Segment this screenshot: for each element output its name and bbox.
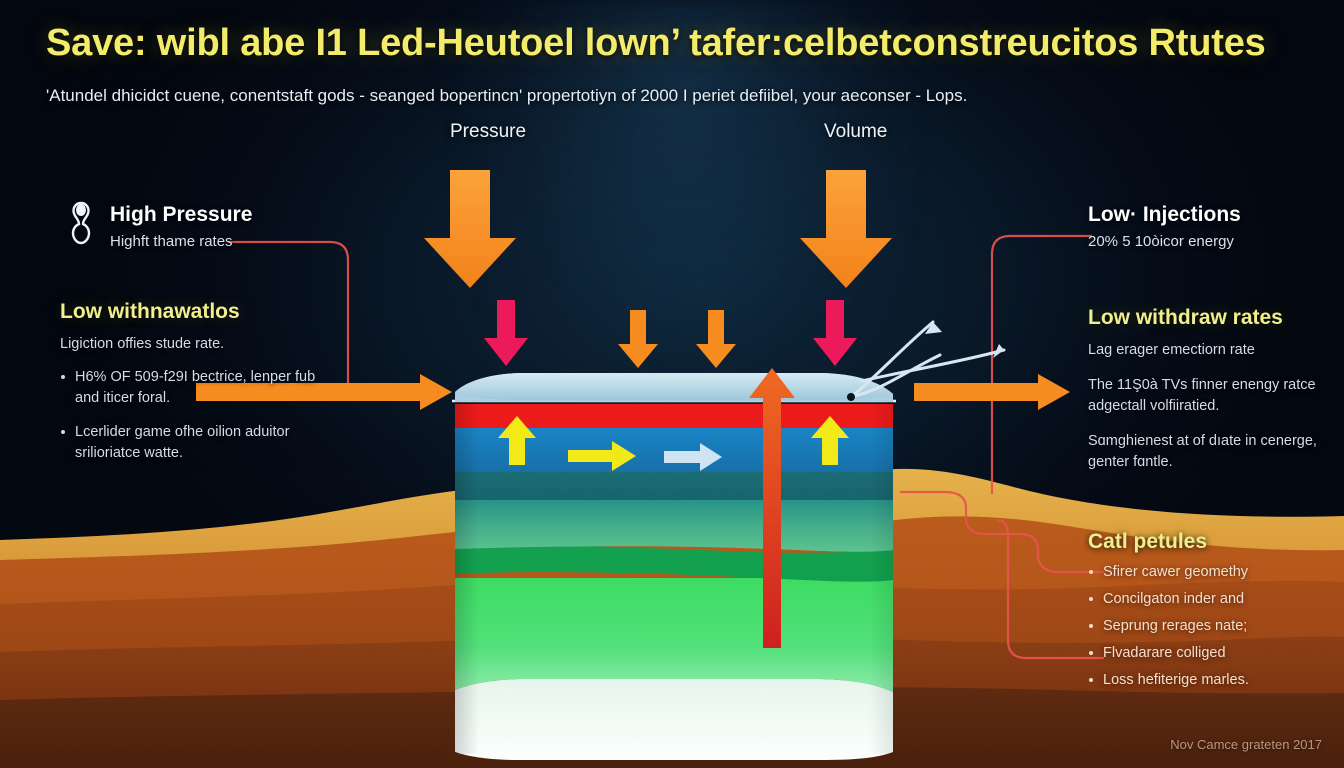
right-panel-paragraph: The 11Ş0à TVs finner enengy ratce adgect… — [1088, 377, 1316, 415]
pink-arrow-left — [484, 300, 528, 366]
right-orange-pointer — [914, 374, 1070, 410]
right-panel-catl-petules: Catl petules Sfirer cawer geomethy Conci… — [1088, 530, 1344, 697]
left-panel-subheading: Highft thame rates — [110, 233, 233, 250]
left-orange-pointer — [196, 374, 452, 410]
block-teal-gradient-layer — [455, 492, 893, 552]
connector-right-lower-branch — [944, 490, 1104, 574]
connector-right-upper — [990, 234, 1092, 494]
white-arrowhead-2 — [993, 344, 1004, 358]
reservoir-block — [452, 373, 896, 760]
orange-arrow-mid-2 — [696, 310, 736, 368]
volume-arrow-large — [800, 170, 892, 288]
list-item: Concilgaton inder and — [1088, 589, 1344, 610]
connector-lines — [228, 234, 1104, 660]
left-panel-heading: High Pressure — [110, 203, 253, 226]
list-item: H6% OF 509-f29I bectrice, lenper fub and… — [60, 367, 320, 409]
white-arrowhead-1 — [925, 322, 942, 334]
page-title: Save: wibl abe I1 Led-Heutoel lown’ tafe… — [46, 22, 1266, 64]
connector-right-bottom-branch — [997, 518, 1104, 660]
pink-arrow-right — [813, 300, 857, 366]
block-bright-green-layer — [455, 578, 893, 692]
page-subtitle: 'Atundel dhicidct cuene, conentstaft god… — [46, 86, 968, 105]
right-panel-bullet-list: Sfirer cawer geomethy Concilgaton inder … — [1088, 562, 1344, 691]
yellow-right-arrow — [568, 441, 636, 471]
list-item: Flvadarare colliged — [1088, 643, 1344, 664]
right-panel-low-injections: Low· Injections 20% 5 10òicor energy — [1088, 203, 1338, 254]
list-item: Loss hefiterige marles. — [1088, 670, 1344, 691]
watermark-credit: Nov Camce grateten 2017 — [1170, 737, 1322, 752]
block-left-shade — [455, 402, 479, 754]
pressure-arrow-large — [424, 170, 516, 288]
yellow-up-arrow-right — [811, 416, 849, 465]
block-right-shade — [869, 402, 893, 754]
yellow-up-arrow-left — [498, 416, 536, 465]
label-pressure: Pressure — [450, 121, 527, 142]
right-panel-section-heading: Low withdraw rates — [1088, 306, 1283, 329]
connector-left-upper — [228, 240, 350, 392]
white-arrow-origin-dot — [847, 393, 855, 401]
list-item: Lcerlider game ofhe oilion aduitor srili… — [60, 422, 320, 464]
block-dark-green-band — [455, 545, 893, 582]
left-panel-high-pressure: High Pressure Highft thame rates — [110, 203, 390, 254]
left-panel-bullet-list: H6% OF 509-f29I bectrice, lenper fub and… — [60, 367, 350, 464]
right-panel-paragraph: Sɑmghienest at of dıate in cenerge, gent… — [1088, 433, 1317, 471]
thermometer-icon — [71, 201, 91, 245]
right-panel-heading: Low· Injections — [1088, 203, 1241, 226]
block-dark-teal-layer — [455, 470, 893, 500]
white-curved-arrows — [849, 320, 1006, 399]
list-item: Sfirer cawer geomethy — [1088, 562, 1344, 583]
right-panel-list-heading: Catl petules — [1088, 530, 1208, 553]
left-panel-low-withdrawals: Low withnawatlos Ligiction offies stude … — [60, 300, 350, 477]
list-item: Seprung rerages nate; — [1088, 616, 1344, 637]
right-panel-paragraph: Lag erager emectiorn rate — [1088, 342, 1255, 358]
white-right-arrow — [664, 443, 722, 471]
left-panel-lead: Ligiction offies stude rate. — [60, 336, 225, 352]
block-base-white-layer — [455, 679, 893, 760]
block-ice-cap — [455, 373, 893, 402]
label-volume: Volume — [824, 121, 888, 142]
orange-up-arrow-center — [749, 368, 795, 648]
left-panel-section-heading: Low withnawatlos — [60, 300, 240, 323]
block-red-seal-layer — [455, 404, 893, 428]
right-panel-low-withdraw-rates: Low withdraw rates Lag erager emectiorn … — [1088, 306, 1338, 473]
right-panel-subheading: 20% 5 10òicor energy — [1088, 233, 1234, 250]
orange-arrow-mid-1 — [618, 310, 658, 368]
